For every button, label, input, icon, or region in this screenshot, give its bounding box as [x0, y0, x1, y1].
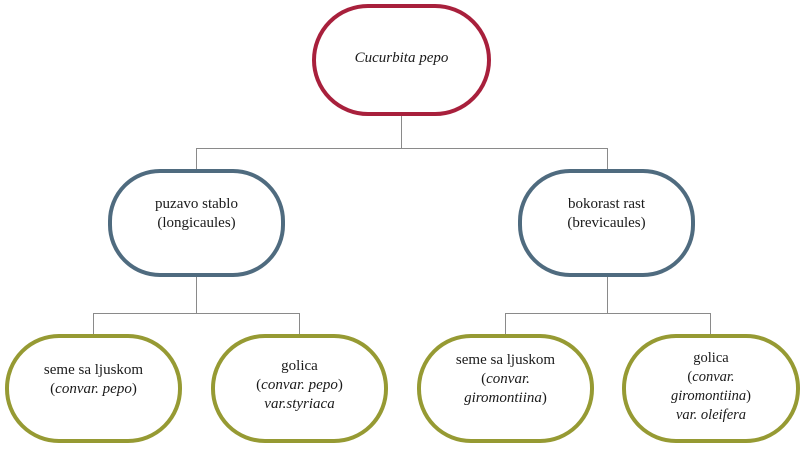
- right-leaf-a-convar-name: giromontiina): [464, 390, 547, 406]
- right-branch-node: bokorast rast (brevicaules): [518, 169, 695, 277]
- left-leaf-b-variety: var.styriaca: [264, 396, 335, 412]
- left-branch-node: puzavo stablo (longicaules): [108, 169, 285, 277]
- right-leaf-b-convar-name: giromontiina): [670, 387, 752, 404]
- right-branch-label: bokorast rast: [567, 196, 646, 212]
- right-leaf-a-convar: (convar.: [481, 371, 530, 387]
- right-leaf-b-label: golica: [693, 349, 729, 366]
- left-leaf-b-node: golica (convar. pepo) var.styriaca: [211, 334, 388, 443]
- root-node: Cucurbita pepo: [312, 4, 491, 116]
- left-leaf-b-convar: (convar. pepo): [256, 377, 343, 393]
- right-branch-latin: (brevicaules): [567, 215, 646, 231]
- left-leaf-a-node: seme sa ljuskom (convar. pepo): [5, 334, 182, 443]
- left-leaf-a-convar: (convar. pepo): [50, 380, 137, 397]
- right-leaf-b-node: golica (convar. giromontiina) var. oleif…: [622, 334, 800, 443]
- root-label: Cucurbita pepo: [354, 49, 449, 66]
- left-branch-latin: (longicaules): [157, 215, 236, 231]
- right-leaf-a-node: seme sa ljuskom (convar. giromontiina): [417, 334, 594, 443]
- right-leaf-b-variety: var. oleifera: [675, 406, 747, 423]
- left-leaf-a-label: seme sa ljuskom: [43, 361, 144, 378]
- left-branch-label: puzavo stablo: [155, 196, 238, 212]
- right-leaf-b-convar: (convar.: [687, 368, 735, 385]
- left-leaf-b-label: golica: [281, 358, 318, 374]
- right-leaf-a-label: seme sa ljuskom: [455, 352, 556, 368]
